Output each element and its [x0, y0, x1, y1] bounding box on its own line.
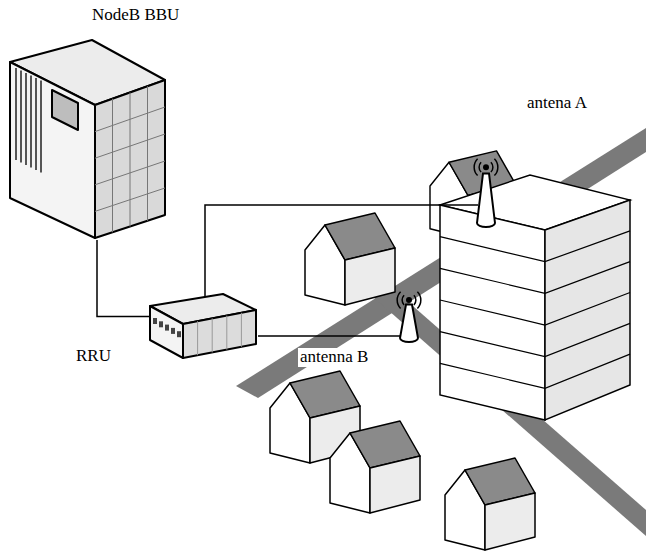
- radio-wave: [479, 162, 481, 172]
- floor-lines: [440, 231, 630, 389]
- detail-line: [95, 134, 165, 158]
- floor-line: [440, 323, 630, 356]
- radio-wave: [397, 292, 400, 309]
- antenna-symbol: [397, 292, 421, 342]
- detail-line: [147, 86, 148, 221]
- bbu-outline: [10, 40, 170, 240]
- detail-line: [226, 316, 227, 350]
- equipment-label: RRU: [74, 347, 113, 366]
- house: [445, 458, 535, 550]
- outline: [95, 80, 165, 238]
- detail-line: [95, 188, 165, 211]
- port: [171, 328, 175, 334]
- detail-line: [130, 93, 131, 227]
- rru-symbol: [150, 294, 256, 358]
- antenna-node: antenna B: [395, 288, 423, 343]
- antenna-mast: [400, 305, 418, 343]
- antenna-outline: [395, 288, 423, 343]
- bbu-symbol: [10, 40, 165, 238]
- antenna-tip: [406, 297, 412, 303]
- floor-line: [440, 231, 630, 262]
- radio-wave: [491, 162, 493, 172]
- detail-line: [212, 318, 213, 352]
- equipment-label: antenna B: [298, 348, 370, 367]
- antenna-node: antena A: [470, 150, 502, 228]
- floor-line: [440, 262, 630, 294]
- detail-line: [15, 68, 17, 160]
- floor-line: [440, 293, 630, 326]
- antenna-tip: [483, 164, 489, 170]
- port: [153, 318, 157, 324]
- radio-wave: [474, 159, 477, 176]
- port: [165, 325, 169, 331]
- detail-line: [35, 78, 37, 170]
- radio-wave: [414, 295, 416, 305]
- antenna-outline: [470, 150, 502, 228]
- rru-outline: [148, 292, 258, 362]
- radio-wave: [402, 295, 404, 305]
- outline: [183, 310, 256, 358]
- bbu-node: NodeB BBU: [10, 40, 170, 240]
- detail-line: [25, 73, 27, 165]
- floor-line: [440, 354, 630, 388]
- detail-line: [95, 107, 165, 132]
- detail-line: [20, 71, 22, 163]
- house: [305, 213, 395, 305]
- cable: [258, 335, 401, 337]
- antenna-symbol: [474, 159, 498, 227]
- house: [330, 421, 420, 513]
- outline: [10, 62, 95, 238]
- port: [177, 331, 181, 337]
- equipment-label: antena A: [525, 94, 589, 113]
- detail-line: [30, 76, 32, 168]
- antenna-mast: [477, 173, 495, 227]
- radio-wave: [417, 292, 420, 309]
- detail-line: [95, 161, 165, 185]
- equipment-label: NodeB BBU: [90, 6, 181, 25]
- cable: [97, 240, 151, 317]
- cable: [205, 205, 478, 300]
- outline: [52, 90, 78, 130]
- outline: [150, 306, 183, 358]
- port: [159, 321, 163, 327]
- detail-line: [112, 99, 113, 233]
- detail-line: [40, 81, 42, 173]
- rru-node: RRU: [148, 292, 258, 362]
- radio-wave: [494, 159, 497, 176]
- detail-line: [241, 313, 242, 347]
- office-building: [440, 175, 630, 420]
- detail-line: [197, 321, 198, 355]
